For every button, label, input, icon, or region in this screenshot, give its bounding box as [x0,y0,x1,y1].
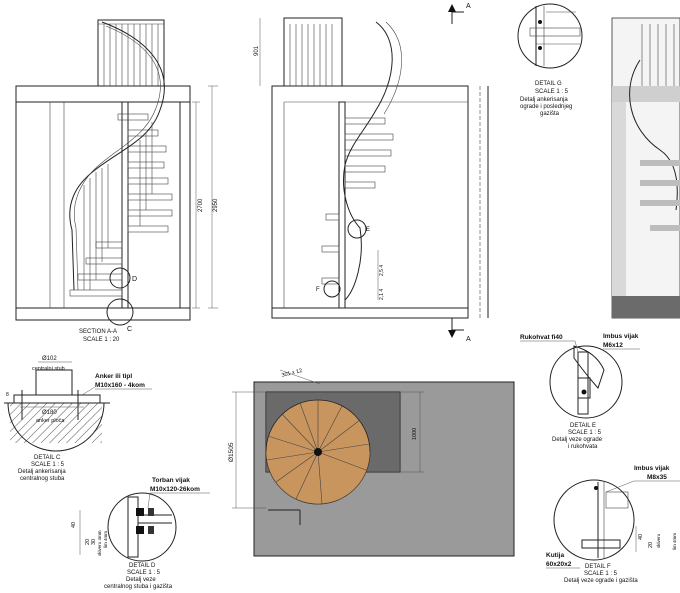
detail-f-screw-spec: M8x35 [647,474,667,481]
detail-c-scale: SCALE 1 : 5 [31,462,65,468]
detail-g-title: DETAIL G [535,81,562,87]
detail-d-bolt-title: Torban vijak [152,477,190,484]
detail-c-desc2: centralnog stuba [20,476,65,482]
detail-c-ploca-label: anker ploča [36,418,65,424]
handrail [69,21,165,291]
detail-f-scale: SCALE 1 : 5 [584,571,618,577]
dim-901: 901 [254,45,260,56]
detail-f-marker[interactable] [323,280,341,298]
detail-c-stub-label: centralni stub [32,366,65,372]
top-railing [97,19,165,87]
detail-d-dim-20: 20 [85,539,91,545]
detail-f-label-b: lim 4mm [672,533,677,550]
detail-e-title: DETAIL E [570,423,596,429]
detail-e-desc1: Detalj veze ograde [552,437,603,443]
detail-c-desc1: Detalj ankerisanja [18,469,66,475]
section-aa-view: D C 2700 2950 SECTION A-A SCALE 1 : 20 [15,19,219,343]
elevation-treads [321,117,394,285]
ref-c-label: C [127,326,132,333]
detail-e-screw-spec: M6x12 [603,342,623,349]
detail-e-desc2: i rukohvata [568,444,598,450]
dim-2950: 2950 [213,198,219,212]
stair-treads [69,113,173,297]
dim-254: 2,5 4 [379,265,385,276]
detail-f: Imbus vijak M8x35 Kutija 60x20x2 40 20 s… [546,465,680,584]
dim-214: 2,1 4 [379,289,385,300]
detail-f-screw-title: Imbus vijak [634,465,670,472]
ref-f-label: F [316,287,320,293]
detail-d: Torban vijak M10x120-26kom 40 20 30 skiv… [71,477,210,590]
detail-f-box-spec: 60x20x2 [546,561,572,568]
detail-d-label-b: lim 4mm [103,531,108,548]
ceiling-slab [15,85,191,103]
floor-slab [15,307,191,321]
detail-g-desc2: ograde i poslednjeg [520,104,572,110]
detail-c-anchor-spec: M10x160 - 4kom [95,382,145,389]
detail-d-title: DETAIL D [129,563,156,569]
section-marker-bottom: A [448,318,471,343]
elevation-handrail [342,21,393,301]
ref-e-label: E [366,227,370,233]
render-view [611,17,680,319]
detail-f-box-title: Kutija [546,552,564,559]
detail-d-dim-40: 40 [71,522,77,528]
detail-c: Ø102 centralni stub Anker ili tipl M10x1… [4,356,152,482]
detail-f-dim-40: 40 [638,534,644,540]
section-marker-a-bottom: A [466,336,471,343]
detail-c-title: DETAIL C [34,455,61,461]
detail-f-title: DETAIL F [585,564,611,570]
detail-e-scale: SCALE 1 : 5 [568,430,602,436]
detail-d-label-a: skiveru 4mm [97,530,102,556]
detail-c-anchor-title: Anker ili tipl [95,373,132,380]
detail-f-label-a: skiveru [656,533,661,548]
detail-g: DETAIL G SCALE 1 : 5 Detalj ankerisanja … [517,3,583,117]
detail-f-desc1: Detalj veze ograde i gazišta [564,578,638,584]
detail-c-marker[interactable] [106,298,134,326]
plan-view: 301 x 12 Ø1505 1000 [228,368,515,557]
elevation-column [338,101,346,309]
detail-d-desc1: Detalj veze [126,577,156,583]
detail-d-bolt-spec: M10x120-26kom [150,486,200,493]
plan-dim-diameter: Ø1505 [228,442,235,462]
detail-d-dim-30: 30 [91,539,97,545]
detail-e-screw-title: Imbus vijak [603,333,639,340]
detail-g-desc3: gazišta [540,111,560,117]
section-aa-title: SECTION A-A [79,329,117,335]
detail-e-handrail-label: Rukohvat fi40 [520,334,563,341]
section-marker-top: A [448,3,471,24]
section-aa-scale: SCALE 1 : 20 [83,337,120,343]
detail-d-scale: SCALE 1 : 5 [127,570,161,576]
detail-c-dim-180: Ø180 [42,410,57,416]
detail-c-left-mark: 8 [6,392,9,398]
detail-c-dim-102: Ø102 [42,356,57,362]
elevation-top-railing [283,17,343,87]
detail-e: Rukohvat fi40 Imbus vijak M6x12 DETAIL E… [520,333,640,450]
detail-d-marker[interactable] [109,267,131,289]
detail-f-dim-20: 20 [648,542,654,548]
detail-d-desc2: centralnog stuba i gazišta [104,584,173,590]
section-dimensions: 2700 2950 [192,85,219,309]
central-column [121,101,129,309]
detail-e-marker[interactable] [347,219,367,239]
right-wall [179,101,191,309]
ref-d-label: D [132,276,137,283]
detail-g-desc1: Detalj ankerisanja [520,97,568,103]
elevation-frame [271,85,469,319]
section-marker-a-top: A [466,3,471,10]
elevation-view: 901 E F 2,5 4 2,1 4 A [254,3,489,343]
detail-g-scale: SCALE 1 : 5 [535,89,569,95]
plan-dim-tread: 301 x 12 [281,368,303,379]
plan-dim-1000: 1000 [412,428,418,440]
dim-2700: 2700 [198,198,204,212]
